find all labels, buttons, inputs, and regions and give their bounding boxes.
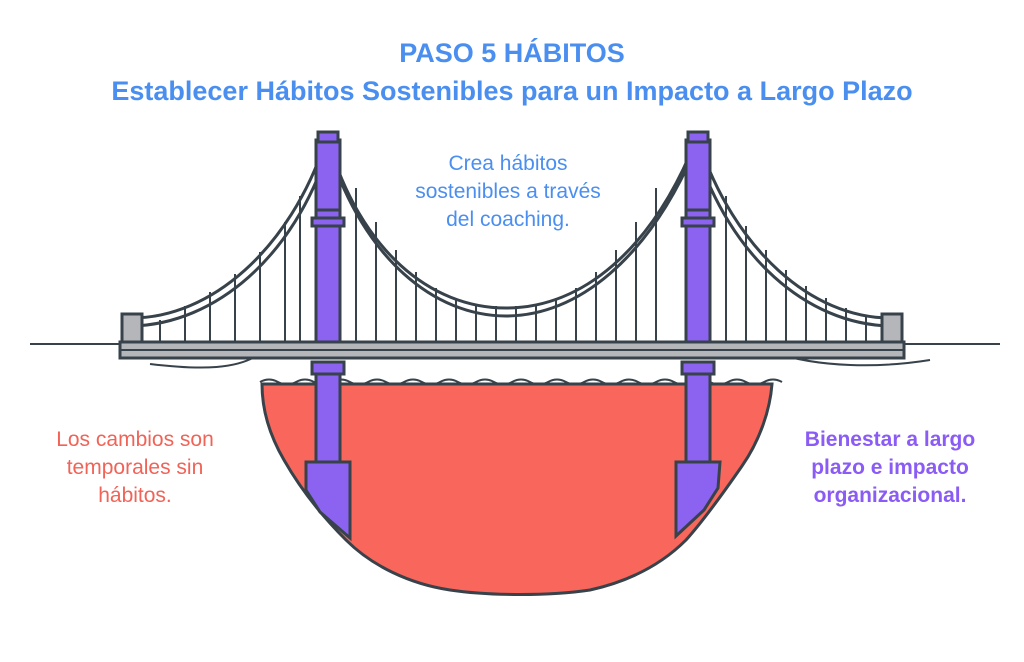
- label-coaching-habits: Crea hábitos sostenibles a través del co…: [388, 150, 628, 234]
- diagram-title: PASO 5 HÁBITOS: [399, 38, 625, 68]
- right-anchor: [880, 312, 904, 344]
- right-pier: [674, 360, 722, 540]
- label-temporary-changes: Los cambios son temporales sin hábitos.: [20, 426, 250, 510]
- label-line: temporales sin: [66, 456, 204, 479]
- left-anchor: [120, 312, 144, 344]
- label-line: Crea hábitos: [448, 152, 568, 175]
- water-gap: [260, 382, 774, 596]
- label-line: organizacional.: [813, 484, 967, 507]
- label-long-term-wellbeing: Bienestar a largo plazo e impacto organi…: [770, 426, 1010, 510]
- label-line: hábitos.: [98, 484, 172, 507]
- left-tower: [310, 130, 346, 352]
- diagram-subtitle: Establecer Hábitos Sostenibles para un I…: [111, 76, 913, 106]
- label-line: sostenibles a través: [415, 180, 601, 203]
- suspender-cables: [159, 188, 867, 346]
- label-line: Los cambios son: [56, 428, 214, 451]
- left-pier: [304, 360, 352, 542]
- right-tower: [680, 130, 716, 352]
- label-line: Bienestar a largo: [804, 428, 976, 451]
- label-line: plazo e impacto: [811, 456, 969, 479]
- bridge-deck: [118, 340, 906, 360]
- label-line: del coaching.: [446, 208, 570, 231]
